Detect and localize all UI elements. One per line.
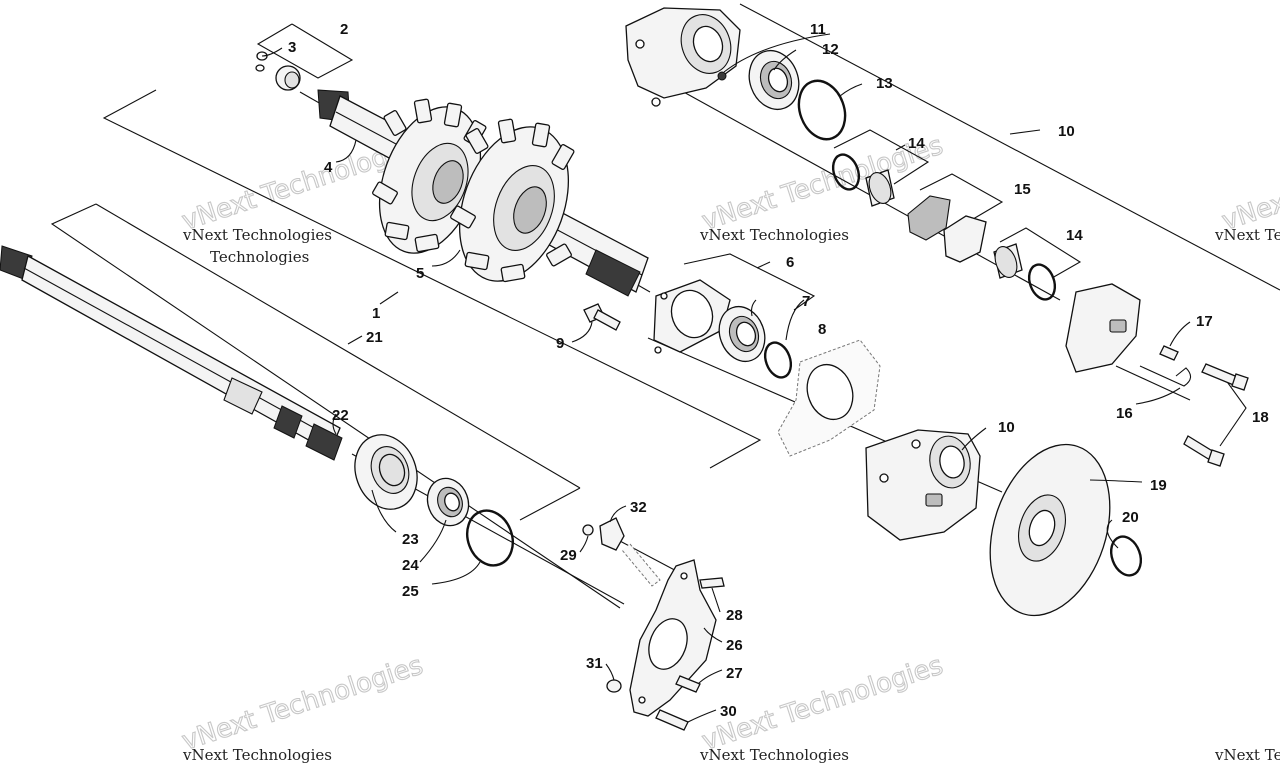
- callout-7: 7: [802, 293, 810, 310]
- callout-22: 22: [332, 407, 349, 424]
- part-25-o-ring: [466, 509, 514, 567]
- part-7-seal: [718, 305, 766, 363]
- part-31-washer: [606, 679, 622, 693]
- callout-29: 29: [560, 547, 577, 564]
- part-5-sprocket-right: [450, 118, 575, 283]
- callout-3: 3: [288, 39, 296, 56]
- callout-6: 6: [786, 254, 794, 271]
- part-24-bearing: [426, 477, 470, 527]
- part-dashed-guide: [621, 543, 661, 587]
- part-13-o-ring: [797, 79, 847, 141]
- part-30-bolt: [655, 709, 689, 731]
- part-3-snap-ring: [255, 51, 301, 91]
- svg-text:vNext Technologies: vNext Technologies: [178, 651, 426, 757]
- part-10-caliper-lower: [865, 429, 981, 541]
- callout-12: 12: [822, 41, 839, 58]
- part-29-nut: [582, 524, 594, 536]
- part-6-flange: [653, 279, 731, 354]
- callout-8: 8: [818, 321, 826, 338]
- callout-31: 31: [586, 655, 603, 672]
- part-32-clip: [599, 517, 625, 551]
- watermark-3: vNext Technologies: [1218, 130, 1280, 237]
- part-15-brake-pads: [907, 195, 987, 263]
- callout-1: 1: [372, 305, 380, 322]
- part-11-screw: [717, 71, 727, 81]
- part-18-bolts: [1183, 363, 1249, 467]
- watermark-small-4: vNext Technologies: [182, 746, 332, 764]
- part-17-bleeder: [1159, 345, 1179, 361]
- callout-16: 16: [1116, 405, 1133, 422]
- part-caliper-half-right: [1065, 283, 1141, 373]
- callout-9: 9: [556, 335, 564, 352]
- watermark-small-3: vNext Technologies: [1214, 226, 1280, 244]
- watermark-small-1b: Technologies: [210, 248, 309, 266]
- callout-26: 26: [726, 637, 743, 654]
- callout-24: 24: [402, 557, 419, 574]
- part-27-bolt: [675, 675, 701, 693]
- callout-labels: 2 3 4 5 1 21 6 7 8 9 11 12 13 10 14 15 1…: [288, 21, 1269, 720]
- part-5-sprocket-left: [372, 98, 488, 254]
- watermark-small-5: vNext Technologies: [699, 746, 849, 764]
- callout-23: 23: [402, 531, 419, 548]
- callout-21: 21: [366, 329, 383, 346]
- callout-27: 27: [726, 665, 743, 682]
- callout-17: 17: [1196, 313, 1213, 330]
- callout-10-bottom: 10: [998, 419, 1015, 436]
- callout-32: 32: [630, 499, 647, 516]
- part-backing-plate-dashed: [777, 339, 881, 457]
- svg-text:vNext Technologies: vNext Technologies: [1218, 131, 1280, 237]
- callout-4: 4: [324, 159, 333, 176]
- part-16-pin: [1139, 365, 1192, 387]
- part-12-seal: [748, 49, 800, 111]
- callout-30: 30: [720, 703, 737, 720]
- callout-11: 11: [810, 21, 826, 38]
- callout-14-bottom: 14: [1066, 227, 1083, 244]
- callout-13: 13: [876, 75, 893, 92]
- part-23-bearing-housing: [354, 434, 418, 510]
- leader-lines: [261, 33, 1191, 723]
- callout-5: 5: [416, 265, 424, 282]
- callout-10-top: 10: [1058, 123, 1075, 140]
- part-21-axle: [0, 245, 343, 461]
- part-28-bolt: [699, 577, 725, 589]
- watermark-small-6: vNext Technologies: [1214, 746, 1280, 764]
- part-26-mount-bracket: [629, 559, 717, 717]
- part-20-snap-ring: [1109, 535, 1143, 577]
- callout-15: 15: [1014, 181, 1031, 198]
- part-14-ring-lower: [993, 243, 1057, 301]
- callout-2: 2: [340, 21, 348, 38]
- watermark-small-1: vNext Technologies: [182, 226, 332, 244]
- callout-19: 19: [1150, 477, 1167, 494]
- watermark-4: vNext Technologies: [178, 650, 427, 757]
- callout-28: 28: [726, 607, 743, 624]
- part-14-ring-upper: [831, 153, 895, 207]
- part-9-bolt: [583, 303, 621, 331]
- watermark-small-2: vNext Technologies: [699, 226, 849, 244]
- part-19-brake-disc: [989, 443, 1111, 617]
- callout-14-top: 14: [908, 135, 925, 152]
- callout-20: 20: [1122, 509, 1139, 526]
- part-8-snap-ring: [763, 341, 793, 379]
- callout-18: 18: [1252, 409, 1269, 426]
- part-10-caliper-upper: [625, 7, 741, 107]
- callout-25: 25: [402, 583, 419, 600]
